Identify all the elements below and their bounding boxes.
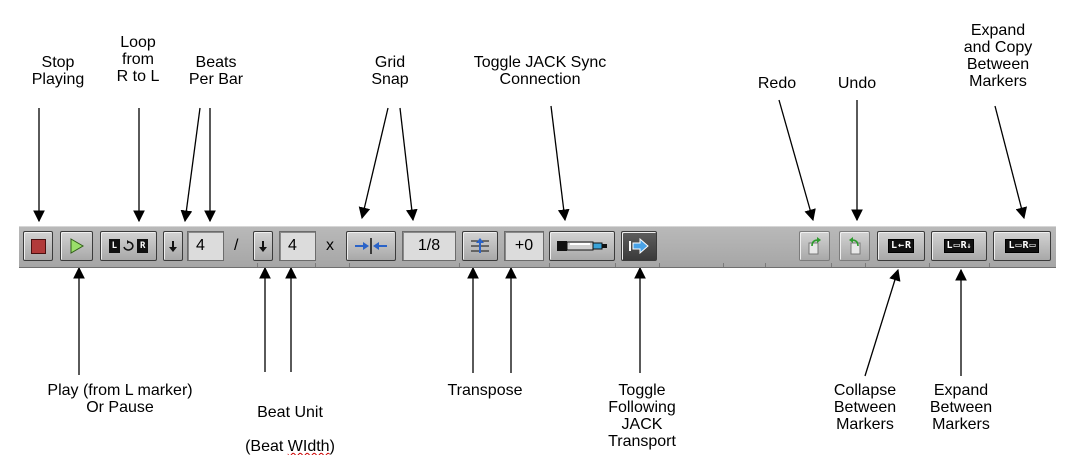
toolbar-tick bbox=[349, 263, 350, 267]
collapse-between-markers-button[interactable]: L←R bbox=[877, 231, 925, 261]
expand-lr-icon: L▭R↓ bbox=[943, 239, 975, 253]
arrow-snap-1 bbox=[358, 107, 389, 220]
transpose-icon bbox=[471, 238, 489, 253]
label-beat-unit-line1: Beat Unit bbox=[257, 404, 323, 421]
follow-jack-transport-button[interactable] bbox=[621, 231, 657, 261]
label-play-pause: Play (from L marker) Or Pause bbox=[47, 382, 193, 416]
label-loop: Loop from R to L bbox=[116, 34, 160, 85]
toolbar-tick bbox=[659, 263, 660, 267]
toolbar-tick bbox=[459, 263, 460, 267]
jack-plug-icon bbox=[557, 241, 607, 251]
grid-snap-field[interactable]: 1/8 bbox=[402, 231, 456, 261]
loop-l-r-icon: L R bbox=[108, 239, 149, 253]
label-jack-sync: Toggle JACK Sync Connection bbox=[473, 54, 607, 88]
label-follow-jack: Toggle Following JACK Transport bbox=[608, 382, 676, 450]
arrow-collapse bbox=[864, 268, 901, 377]
transport-toolbar: L R 4 / 4 x 1/8 +0 bbox=[19, 226, 1056, 268]
snap-times-symbol: x bbox=[326, 237, 334, 254]
toolbar-tick bbox=[723, 263, 724, 267]
arrow-snap-2 bbox=[399, 107, 418, 222]
expand-copy-between-markers-button[interactable]: L▭R▭ bbox=[993, 231, 1051, 261]
follow-transport-icon bbox=[629, 238, 649, 254]
label-beat-unit-open: (Beat bbox=[245, 438, 288, 455]
toolbar-tick bbox=[257, 263, 258, 267]
stop-square-icon bbox=[30, 238, 46, 254]
toolbar-tick bbox=[615, 263, 616, 267]
label-beat-unit-close: ) bbox=[329, 438, 335, 455]
loop-l-icon: L bbox=[108, 239, 120, 253]
arrow-bpb-1 bbox=[180, 107, 201, 223]
play-triangle-icon bbox=[70, 238, 84, 254]
grid-snap-icon bbox=[355, 238, 387, 254]
arrow-redo bbox=[778, 99, 816, 222]
beats-per-bar-dropdown[interactable] bbox=[163, 231, 183, 261]
label-grid-snap: Grid Snap bbox=[371, 54, 409, 88]
stop-button[interactable] bbox=[23, 231, 53, 261]
undo-icon bbox=[848, 237, 860, 255]
transpose-field[interactable]: +0 bbox=[504, 231, 544, 261]
label-expand: Expand Between Markers bbox=[929, 382, 993, 433]
toolbar-tick bbox=[865, 263, 866, 267]
loop-button[interactable]: L R bbox=[100, 231, 157, 261]
beat-unit-dropdown[interactable] bbox=[253, 231, 273, 261]
toolbar-tick bbox=[549, 263, 550, 267]
undo-button[interactable] bbox=[839, 231, 870, 261]
toolbar-tick bbox=[765, 263, 766, 267]
label-transpose: Transpose bbox=[447, 382, 523, 399]
redo-button[interactable] bbox=[799, 231, 830, 261]
arrow-jack-sync bbox=[550, 105, 570, 222]
arrow-expand-copy bbox=[994, 105, 1028, 220]
label-beat-unit-word: WIdth bbox=[287, 438, 330, 455]
label-beats-per-bar: Beats Per Bar bbox=[188, 54, 244, 88]
down-arrow-icon bbox=[169, 240, 177, 252]
down-arrow-icon bbox=[259, 240, 267, 252]
expand-copy-lr-icon: L▭R▭ bbox=[1005, 239, 1039, 253]
label-redo: Redo bbox=[757, 75, 797, 92]
transpose-button[interactable] bbox=[462, 231, 498, 261]
label-beat-unit: Beat Unit (Beat WIdth) bbox=[245, 387, 335, 455]
label-collapse: Collapse Between Markers bbox=[833, 382, 897, 433]
label-expand-copy: Expand and Copy Between Markers bbox=[963, 22, 1033, 90]
jack-sync-button[interactable] bbox=[549, 231, 615, 261]
toolbar-tick bbox=[831, 263, 832, 267]
label-stop-playing: Stop Playing bbox=[31, 54, 85, 88]
label-undo: Undo bbox=[837, 75, 877, 92]
grid-snap-button[interactable] bbox=[346, 231, 396, 261]
beats-per-bar-field[interactable]: 4 bbox=[187, 231, 224, 261]
collapse-lr-icon: L←R bbox=[887, 239, 915, 253]
toolbar-tick bbox=[929, 263, 930, 267]
play-pause-button[interactable] bbox=[60, 231, 93, 261]
toolbar-tick bbox=[315, 263, 316, 267]
loop-cycle-icon bbox=[123, 240, 134, 251]
expand-between-markers-button[interactable]: L▭R↓ bbox=[931, 231, 987, 261]
toolbar-tick bbox=[989, 263, 990, 267]
redo-icon bbox=[808, 237, 821, 255]
loop-r-icon: R bbox=[137, 239, 149, 253]
time-signature-separator: / bbox=[234, 237, 239, 254]
beat-unit-field[interactable]: 4 bbox=[279, 231, 316, 261]
